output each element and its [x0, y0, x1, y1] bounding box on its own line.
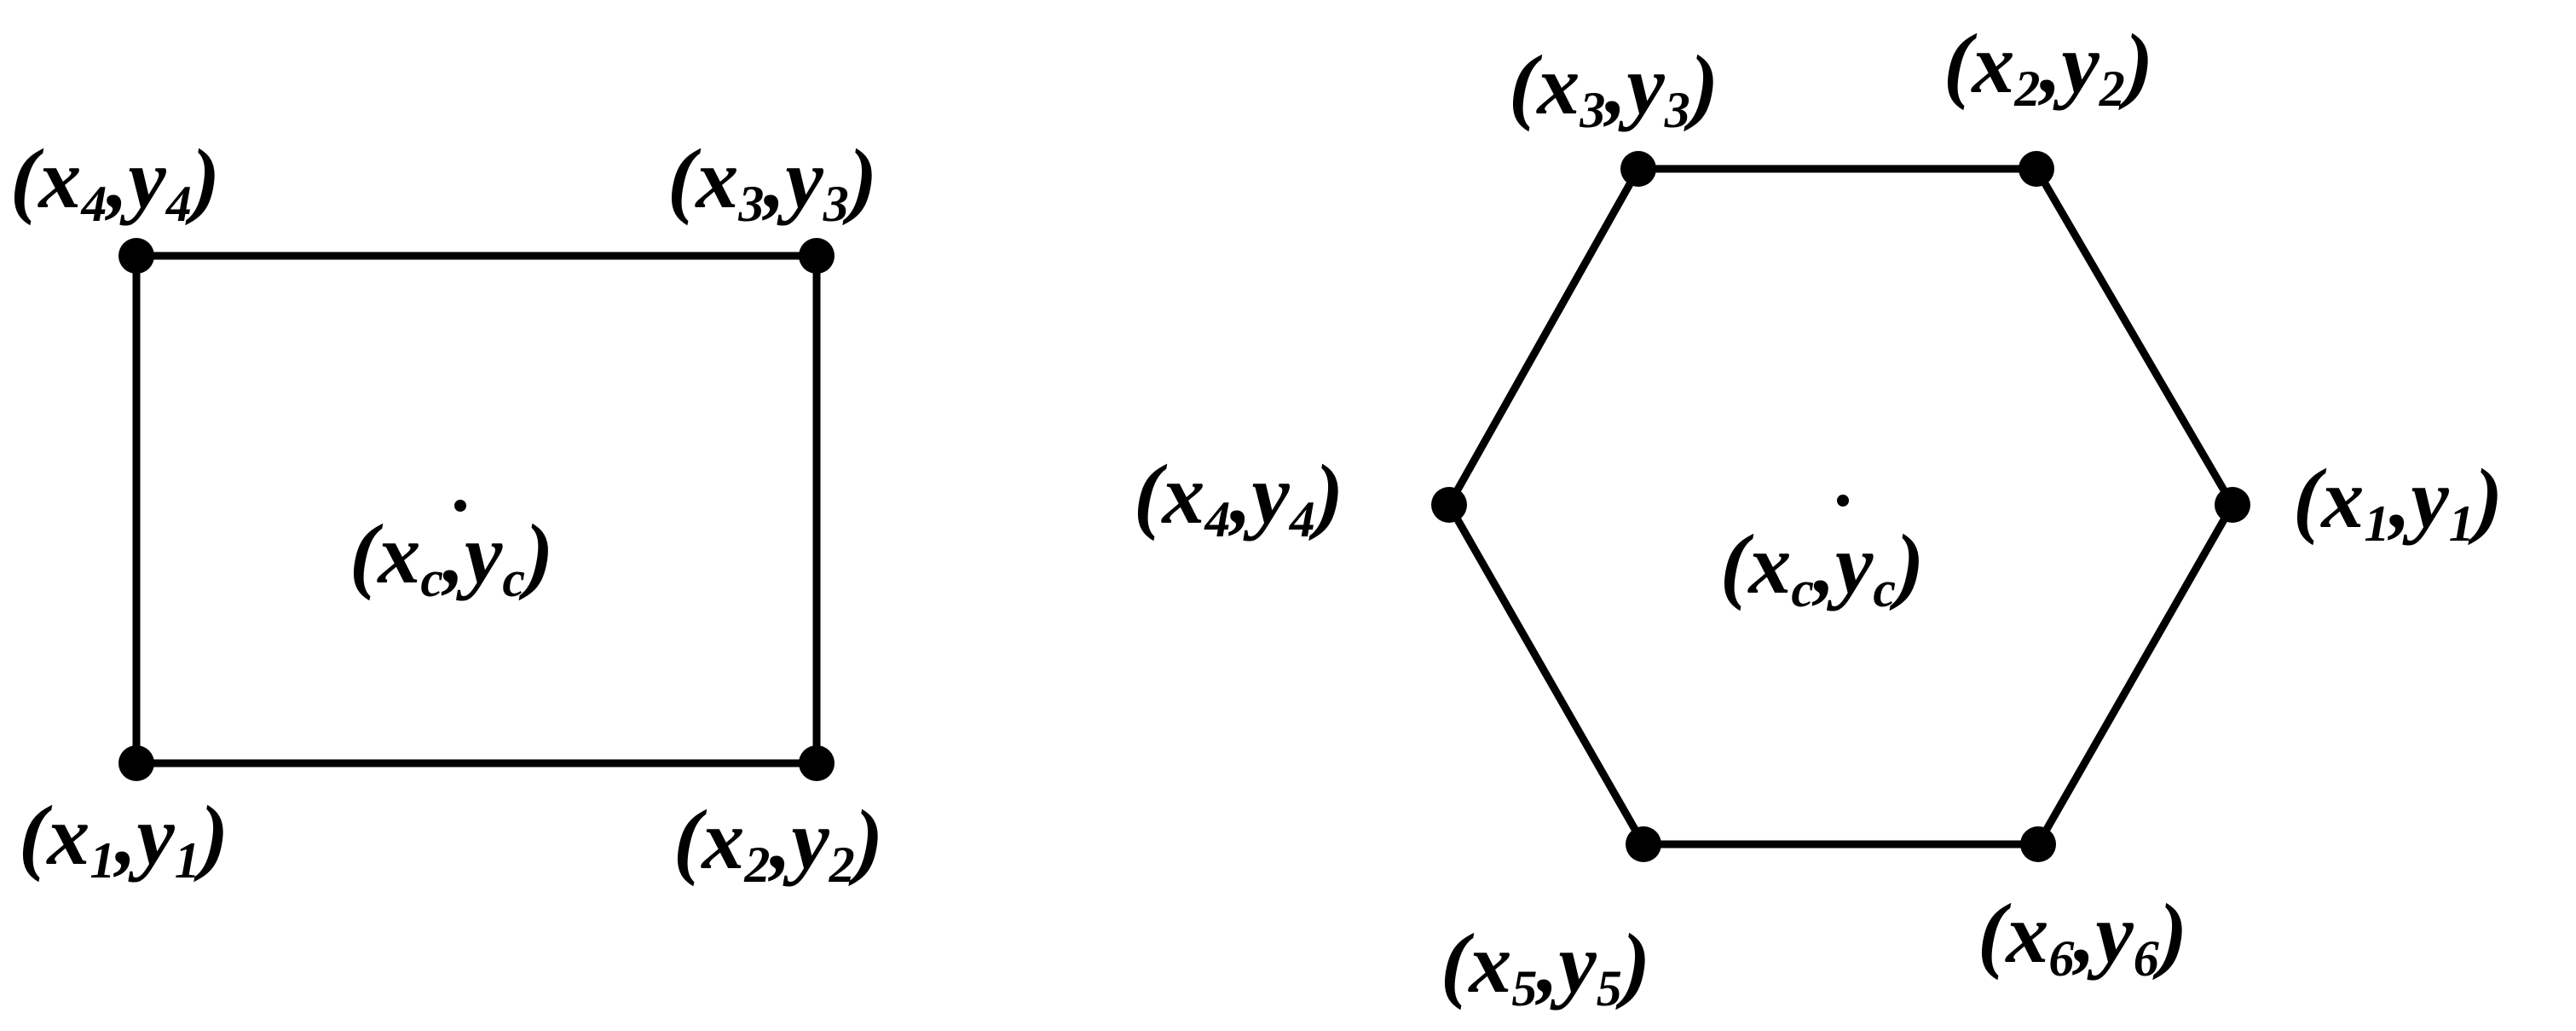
rect-label-v1: (x1,y1) — [19, 788, 229, 889]
hex-label-v3: (x3,y3) — [1509, 38, 1719, 138]
hex-vertex-dot-5 — [1626, 826, 1661, 862]
hex-label-v1: (x1,y1) — [2293, 451, 2504, 552]
hex-label-v6: (x6,y6) — [1978, 886, 2188, 987]
hex-vertex-dot-4 — [1431, 487, 1467, 523]
rect-vertex-dots — [118, 238, 835, 781]
hexagon-shape — [1444, 165, 2238, 849]
rect-vertex-dot-2 — [799, 745, 835, 781]
rectangle-shape — [132, 252, 821, 767]
hex-label-v5: (x5,y5) — [1441, 916, 1651, 1017]
hex-vertex-dot-2 — [2019, 151, 2054, 187]
rect-center-dot — [454, 500, 466, 512]
rect-label-v3: (x3,y3) — [667, 131, 878, 232]
hex-vertex-dot-1 — [2215, 487, 2250, 523]
rect-label-center: (xc,yc) — [349, 507, 554, 607]
hex-label-v4: (x4,y4) — [1134, 447, 1344, 547]
hex-center-dot — [1837, 495, 1849, 507]
hex-vertex-dots — [1431, 151, 2250, 862]
rect-vertex-dot-1 — [118, 745, 154, 781]
hex-label-center: (xc,yc) — [1720, 517, 1925, 617]
hex-vertex-dot-6 — [2020, 826, 2056, 862]
hex-vertex-dot-3 — [1620, 151, 1656, 187]
rect-label-v2: (x2,y2) — [673, 792, 884, 893]
rect-vertex-dot-3 — [799, 238, 835, 274]
hex-label-v2: (x2,y2) — [1944, 16, 2154, 117]
rect-label-v4: (x4,y4) — [10, 131, 221, 232]
rect-vertex-dot-4 — [118, 238, 154, 274]
